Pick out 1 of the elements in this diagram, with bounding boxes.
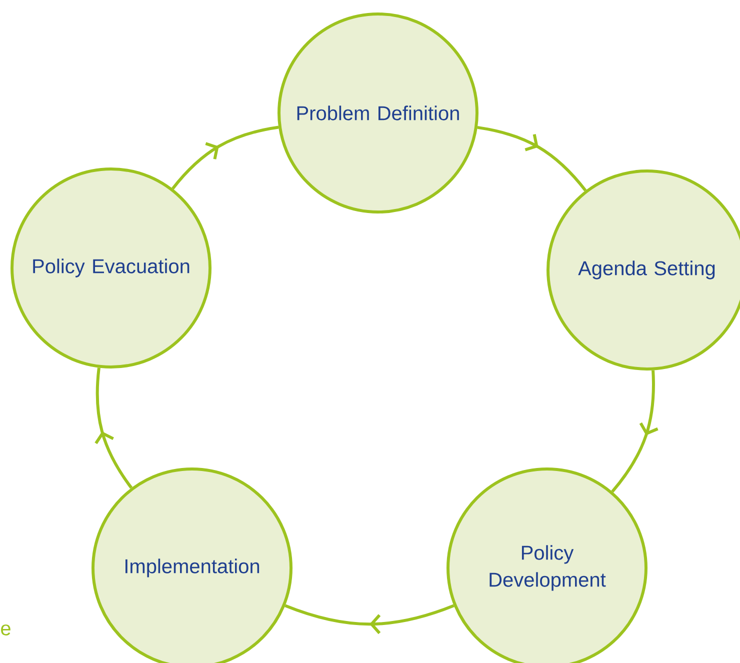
edge-text: e — [1, 624, 10, 636]
